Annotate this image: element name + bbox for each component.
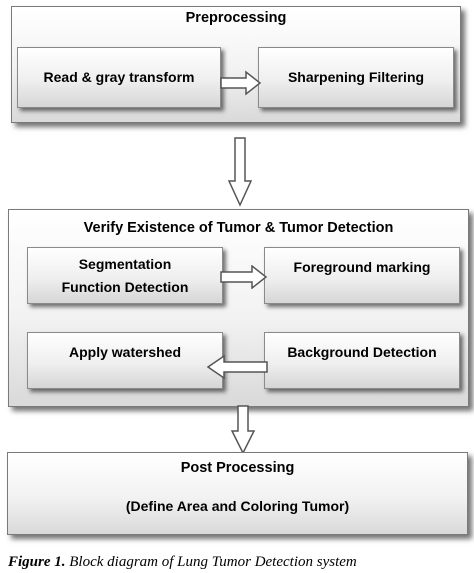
segmentation-label-line2: Function Detection: [61, 278, 189, 295]
left-arrow-icon: [206, 354, 268, 380]
foreground-marking-box: Foreground marking: [264, 247, 460, 304]
right-arrow-icon: [220, 70, 262, 96]
apply-watershed-box: Apply watershed: [27, 332, 223, 389]
background-detection-box: Background Detection: [264, 332, 460, 389]
post-processing-subtitle: (Define Area and Coloring Tumor): [125, 498, 350, 514]
post-processing-panel: Post Processing (Define Area and Colorin…: [7, 452, 468, 535]
foreground-marking-label: Foreground marking: [293, 259, 431, 275]
figure-label: Figure 1.: [8, 554, 66, 570]
right-arrow-icon: [220, 265, 268, 289]
apply-watershed-label: Apply watershed: [68, 344, 182, 360]
sharpening-filtering-box: Sharpening Filtering: [258, 47, 454, 108]
read-gray-transform-label: Read & gray transform: [43, 69, 195, 85]
down-arrow-icon: [230, 405, 256, 455]
figure-caption: Figure 1. Block diagram of Lung Tumor De…: [8, 554, 474, 571]
verify-title: Verify Existence of Tumor & Tumor Detect…: [83, 220, 394, 236]
post-processing-title: Post Processing: [180, 460, 295, 476]
read-gray-transform-box: Read & gray transform: [17, 47, 221, 108]
segmentation-label-line1: Segmentation: [78, 255, 172, 272]
segmentation-box: Segmentation Function Detection: [27, 247, 223, 304]
preprocessing-title: Preprocessing: [185, 10, 287, 26]
sharpening-filtering-label: Sharpening Filtering: [287, 69, 425, 85]
background-detection-label: Background Detection: [287, 344, 437, 360]
figure-caption-text: Block diagram of Lung Tumor Detection sy…: [69, 554, 357, 570]
down-arrow-icon: [227, 137, 253, 207]
